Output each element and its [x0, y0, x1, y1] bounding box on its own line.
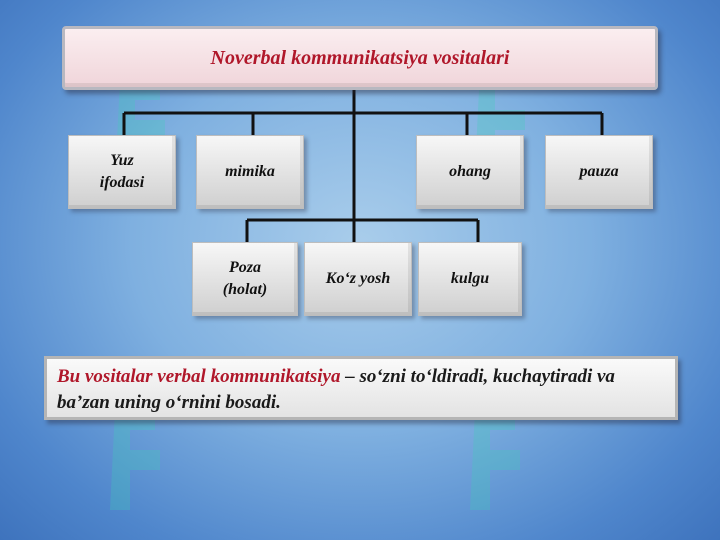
node-mimika: mimika — [196, 135, 304, 209]
node-kulgu: kulgu — [418, 242, 522, 316]
node-poza-holat: Poza (holat) — [192, 242, 298, 316]
node-koz-yosh: Ko‘z yosh — [304, 242, 412, 316]
note-highlight: Bu vositalar verbal kommunikatsiya — [57, 366, 341, 387]
node-yuz-ifodasi: Yuz ifodasi — [68, 135, 176, 209]
note-box: Bu vositalar verbal kommunikatsiya – so‘… — [44, 356, 678, 420]
diagram-title: Noverbal kommunikatsiya vositalari — [210, 46, 510, 69]
node-ohang: ohang — [416, 135, 524, 209]
node-pauza: pauza — [545, 135, 653, 209]
diagram-title-box: Noverbal kommunikatsiya vositalari — [62, 26, 658, 90]
note-text: – so‘zni to‘ldiradi, kuchaytiradi va ba’… — [57, 366, 615, 413]
